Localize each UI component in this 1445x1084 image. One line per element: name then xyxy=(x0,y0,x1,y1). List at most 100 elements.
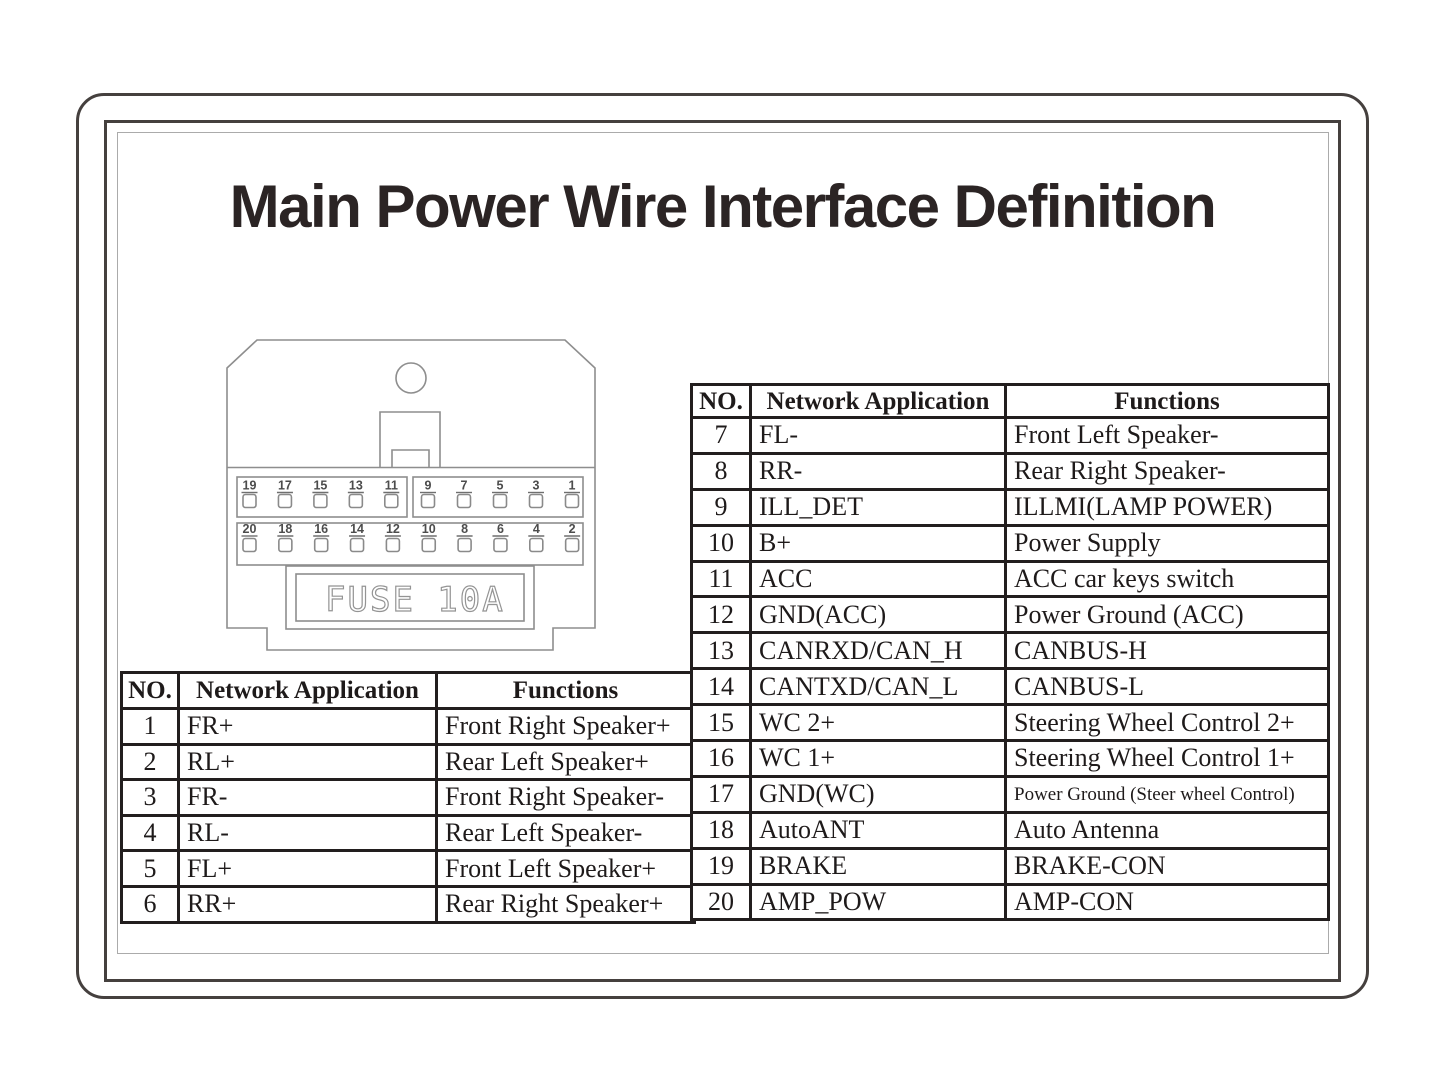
table-header-cell: NO. xyxy=(690,383,752,419)
pin-square xyxy=(349,537,365,553)
pin-number: 8 xyxy=(461,522,468,536)
function-cell: Power Ground (Steer wheel Control) xyxy=(1004,774,1330,814)
pin-number: 12 xyxy=(386,522,400,536)
network-application-cell: B+ xyxy=(749,523,1007,563)
mounting-hole-icon xyxy=(395,362,427,394)
pin-number-cell: 1 xyxy=(120,707,180,746)
pin-number: 4 xyxy=(533,522,540,536)
pin-number-cell: 2 xyxy=(120,742,180,782)
pin-number-cell: 16 xyxy=(690,739,752,778)
pin-square xyxy=(564,493,580,509)
fuse-label: FUSE xyxy=(325,580,415,620)
table-header-cell: Functions xyxy=(435,671,696,710)
function-cell: CANBUS-H xyxy=(1004,631,1330,671)
network-application-cell: ACC xyxy=(749,559,1007,599)
function-cell: Front Right Speaker+ xyxy=(435,707,696,746)
function-cell: Steering Wheel Control 2+ xyxy=(1004,703,1330,743)
pin-square xyxy=(242,493,257,509)
pin-square xyxy=(492,493,508,509)
function-cell: Auto Antenna xyxy=(1004,810,1330,850)
network-application-cell: FR+ xyxy=(177,707,438,746)
pin-number: 19 xyxy=(243,479,257,493)
network-application-cell: AMP_POW xyxy=(749,882,1007,922)
function-cell: AMP-CON xyxy=(1004,882,1330,922)
network-application-cell: FL- xyxy=(749,416,1007,455)
pin-square xyxy=(493,537,508,553)
pin-number: 18 xyxy=(278,522,292,536)
table-header-cell: NO. xyxy=(120,671,180,710)
pin-number: 17 xyxy=(278,479,292,493)
network-application-cell: BRAKE xyxy=(749,846,1007,886)
network-application-cell: RL+ xyxy=(177,742,438,782)
pin-number-cell: 6 xyxy=(120,884,180,924)
function-cell: BRAKE-CON xyxy=(1004,846,1330,886)
pin-number: 13 xyxy=(349,479,363,493)
network-application-cell: FR- xyxy=(177,778,438,817)
network-application-cell: RR- xyxy=(749,451,1007,491)
pin-number: 16 xyxy=(314,522,328,536)
network-application-cell: GND(ACC) xyxy=(749,595,1007,635)
pin-number: 5 xyxy=(497,479,504,493)
pin-square xyxy=(528,537,544,553)
pin-square xyxy=(383,493,399,509)
network-application-cell: WC 1+ xyxy=(749,739,1007,778)
page-border-middle xyxy=(104,120,1341,982)
function-cell: ILLMI(LAMP POWER) xyxy=(1004,487,1330,527)
pin-number-cell: 17 xyxy=(690,774,752,814)
pin-number: 20 xyxy=(243,522,257,536)
function-cell: Rear Right Speaker+ xyxy=(435,884,696,924)
pin-number: 7 xyxy=(461,479,468,493)
pin-square xyxy=(457,537,472,553)
key-tab xyxy=(379,411,441,468)
function-cell: Rear Left Speaker+ xyxy=(435,742,696,782)
fuse-rating: 10A xyxy=(437,580,504,620)
pin-number-cell: 10 xyxy=(690,523,752,563)
pin-number-cell: 9 xyxy=(690,487,752,527)
table-header-cell: Network Application xyxy=(749,383,1007,419)
pin-number-cell: 11 xyxy=(690,559,752,599)
pin-number-cell: 5 xyxy=(120,849,180,888)
pin-number: 15 xyxy=(313,479,327,493)
fuse-box-outer xyxy=(285,565,535,630)
network-application-cell: AutoANT xyxy=(749,810,1007,850)
page-border-outer xyxy=(76,93,1369,999)
pin-number: 14 xyxy=(350,522,364,536)
network-application-cell: CANRXD/CAN_H xyxy=(749,631,1007,671)
pin-number: 2 xyxy=(569,522,576,536)
network-application-cell: CANTXD/CAN_L xyxy=(749,667,1007,707)
function-cell: Front Right Speaker- xyxy=(435,778,696,817)
function-cell: CANBUS-L xyxy=(1004,667,1330,707)
pin-square xyxy=(564,537,580,553)
pin-number-cell: 8 xyxy=(690,451,752,491)
pin-number: 6 xyxy=(497,522,504,536)
network-application-cell: FL+ xyxy=(177,849,438,888)
pin-square xyxy=(242,537,257,553)
pin-number: 1 xyxy=(569,479,576,493)
fuse-box-inner xyxy=(295,573,525,622)
pin-square xyxy=(277,493,293,509)
function-cell: Power Supply xyxy=(1004,523,1330,563)
pin-number: 11 xyxy=(385,479,398,493)
pin-number-cell: 3 xyxy=(120,778,180,817)
pin-number-cell: 18 xyxy=(690,810,752,850)
function-cell: Front Left Speaker- xyxy=(1004,416,1330,455)
pin-number-cell: 12 xyxy=(690,595,752,635)
function-cell: Front Left Speaker+ xyxy=(435,849,696,888)
